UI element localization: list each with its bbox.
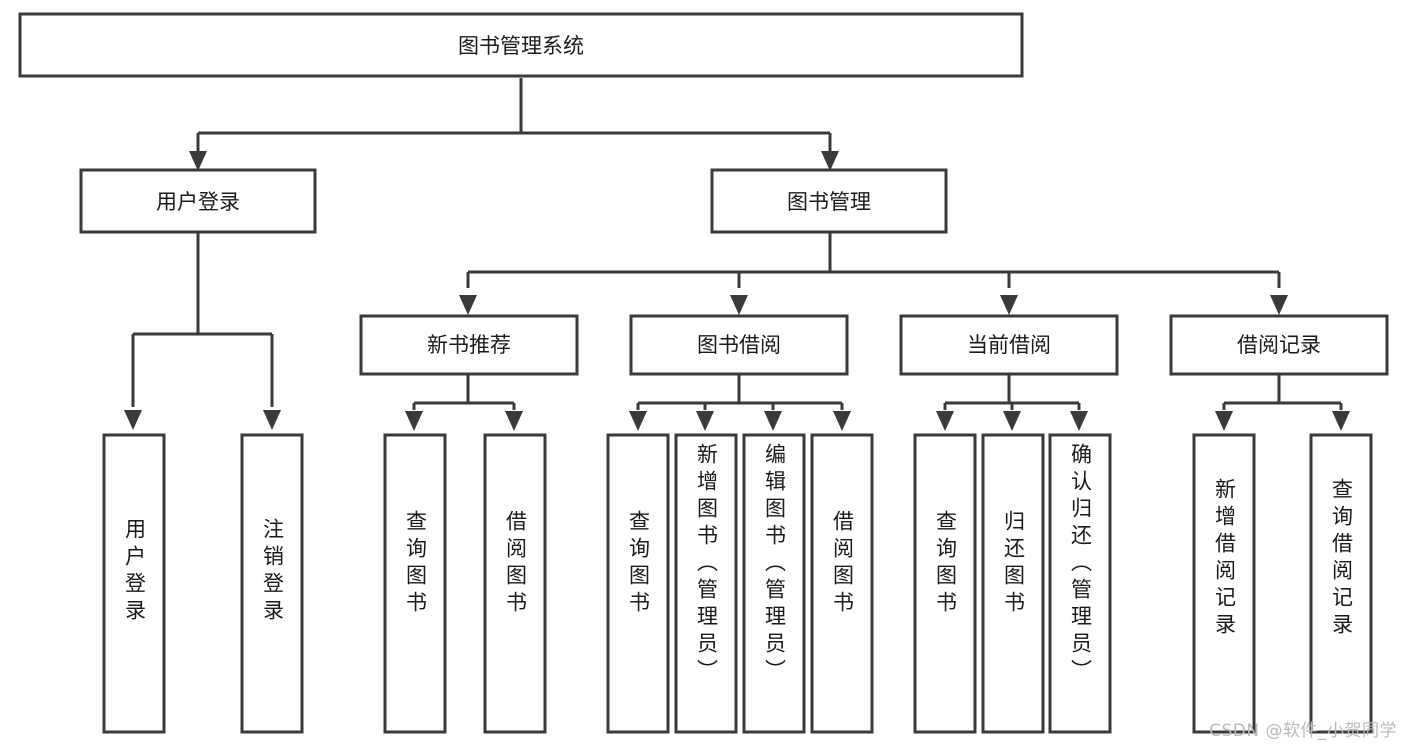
arrow-to-leaf-logout: [263, 410, 281, 430]
arrow-to-new-book-recommend: [459, 295, 477, 315]
arrow-to-borrow-record: [1270, 295, 1288, 315]
node-new-book-recommend[interactable]: 新书推荐: [359, 314, 579, 376]
arrow-to-leaf-edit-book: [764, 411, 782, 431]
arrow-to-leaf-query-book-3: [936, 411, 954, 431]
arrow-to-leaf-borrow-book-2: [833, 411, 851, 431]
connector-user-login-to-leaves: [131, 232, 274, 407]
arrow-to-leaf-return-book: [1003, 411, 1021, 431]
node-leaf-confirm-return[interactable]: [1048, 433, 1112, 734]
node-leaf-logout[interactable]: [240, 433, 304, 734]
arrow-to-leaf-query-book-2: [629, 411, 647, 431]
connector-book-borrow-to-leaves: [636, 374, 844, 410]
node-leaf-return-book[interactable]: [981, 433, 1045, 734]
arrow-to-book-borrow: [730, 295, 748, 315]
arrow-to-book-manage: [821, 151, 839, 171]
arrow-to-leaf-confirm-return: [1070, 411, 1088, 431]
node-leaf-query-book-2[interactable]: [606, 433, 670, 734]
node-book-manage[interactable]: 图书管理: [710, 168, 948, 234]
node-leaf-borrow-book-1[interactable]: [483, 433, 547, 734]
node-label-new-book-recommend: 新书推荐: [427, 333, 511, 357]
connector-root-to-level2: [196, 78, 832, 152]
arrow-to-leaf-add-record: [1215, 411, 1233, 431]
node-leaf-edit-book[interactable]: [742, 433, 806, 734]
node-borrow-record[interactable]: 借阅记录: [1169, 314, 1389, 376]
node-root-book-management-system[interactable]: 图书管理系统: [18, 12, 1024, 78]
node-label-borrow-record: 借阅记录: [1237, 333, 1321, 357]
node-label-root: 图书管理系统: [458, 34, 584, 58]
node-leaf-add-book[interactable]: [674, 433, 738, 734]
arrow-to-leaf-user-login: [124, 410, 142, 430]
node-leaf-query-book-1[interactable]: [383, 433, 447, 734]
node-book-borrow[interactable]: 图书借阅: [629, 314, 849, 376]
arrow-to-leaf-query-record: [1332, 411, 1350, 431]
arrow-to-current-borrow: [1000, 295, 1018, 315]
arrow-to-user-login: [189, 151, 207, 171]
node-leaf-query-book-3[interactable]: [913, 433, 977, 734]
node-leaf-query-record[interactable]: [1309, 433, 1373, 734]
arrow-to-leaf-borrow-book-1: [505, 411, 523, 431]
node-leaf-user-login[interactable]: [102, 433, 166, 734]
node-label-current-borrow: 当前借阅: [967, 333, 1051, 357]
connector-book-manage-to-level3: [466, 232, 1281, 288]
node-leaf-borrow-book-2[interactable]: [810, 433, 874, 734]
connector-new-book-recommend-to-leaves: [412, 374, 516, 410]
node-leaf-add-record[interactable]: [1192, 433, 1256, 734]
node-current-borrow[interactable]: 当前借阅: [899, 314, 1119, 376]
arrow-to-leaf-add-book: [696, 411, 714, 431]
csdn-watermark: CSDN @软件_小贺同学: [1209, 721, 1397, 741]
node-user-login[interactable]: 用户登录: [79, 168, 317, 234]
node-label-book-manage: 图书管理: [787, 190, 871, 214]
node-label-book-borrow: 图书借阅: [697, 333, 781, 357]
node-label-user-login: 用户登录: [156, 190, 240, 214]
connector-current-borrow-to-leaves: [943, 374, 1081, 410]
connector-borrow-record-to-leaves: [1222, 374, 1343, 410]
arrow-to-leaf-query-book-1: [405, 411, 423, 431]
